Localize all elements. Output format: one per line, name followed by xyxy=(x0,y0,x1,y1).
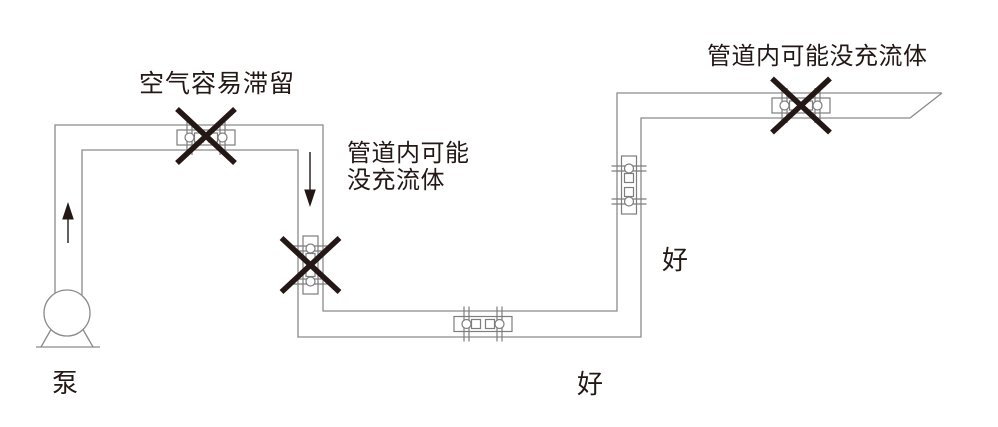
label-line: 没充流体 xyxy=(347,167,445,194)
down-arrow-icon xyxy=(304,152,316,207)
label-good-horizontal-position: 好 xyxy=(577,369,604,399)
pump-symbol xyxy=(36,289,100,348)
up-arrow-icon xyxy=(62,202,74,243)
label-air-trap-warning: 空气容易滞留 xyxy=(139,70,296,98)
pump-body xyxy=(43,289,91,337)
label-unfilled-pipe-warning-middle: 管道内可能 没充流体 xyxy=(347,140,470,194)
label-line: 管道内可能 xyxy=(347,140,470,167)
label-pump: 泵 xyxy=(52,368,79,398)
label-unfilled-pipe-warning-top: 管道内可能没充流体 xyxy=(707,43,928,70)
pipe-outline xyxy=(54,92,943,338)
label-good-vertical-position: 好 xyxy=(662,245,689,275)
flowmeter-bottom-horizontal xyxy=(453,305,513,343)
open-pipe-end xyxy=(909,92,943,119)
